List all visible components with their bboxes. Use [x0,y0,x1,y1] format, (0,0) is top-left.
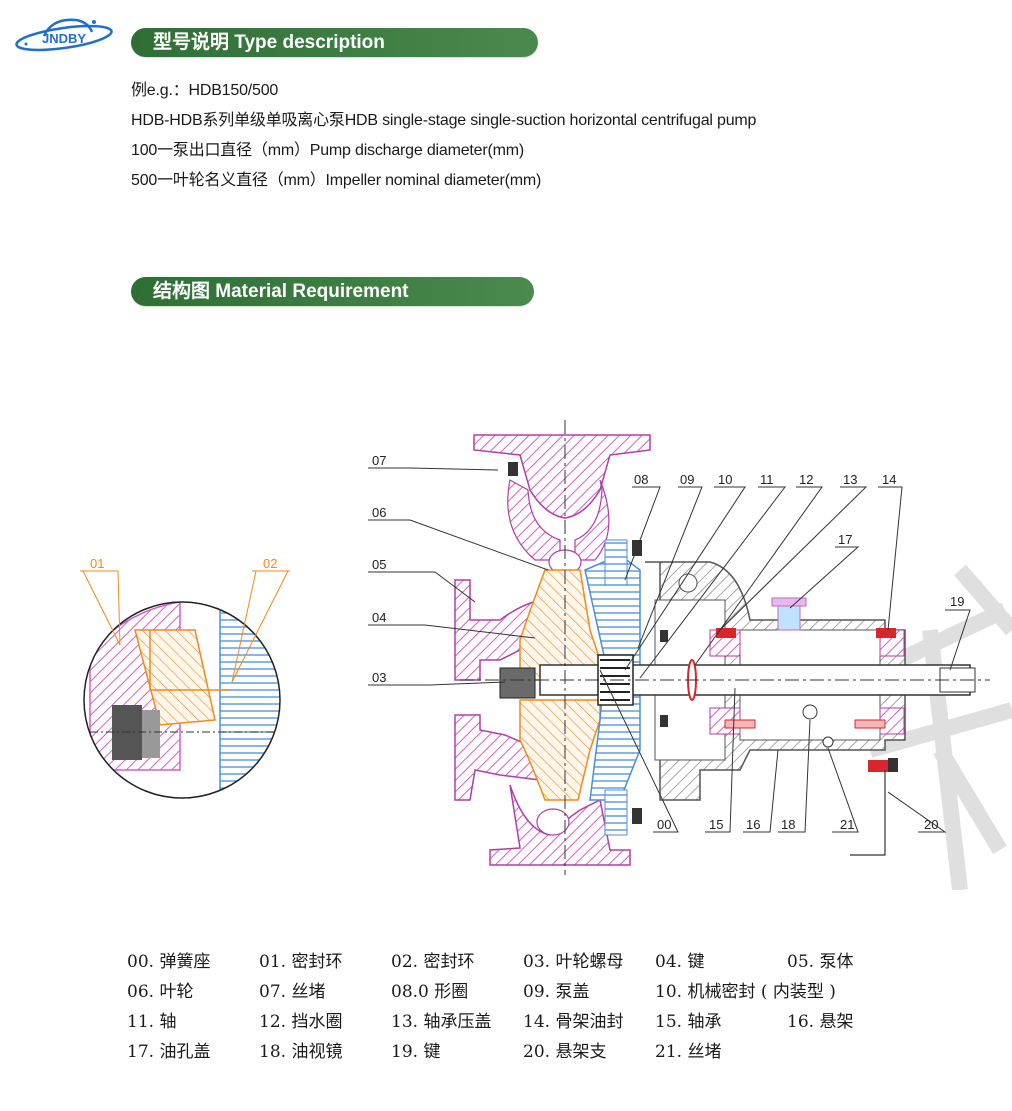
leader-lines [368,467,971,833]
callout-10: 10 [718,472,732,487]
callout-12: 12 [799,472,813,487]
legend-item: 02. 密封环 [391,952,475,972]
callout-06: 06 [372,505,386,520]
legend-item: 12. 挡水圈 [259,1012,343,1032]
callout-labels: 07 06 05 04 03 08 09 10 11 12 13 14 17 1… [372,453,964,832]
pump-body [454,434,651,866]
bearings-and-seals [709,628,905,772]
callout-18: 18 [781,817,795,832]
legend-item: 18. 油视镜 [259,1042,343,1062]
callout-05: 05 [372,557,386,572]
legend-item [787,981,887,1003]
type-example-line: 例e.g.：HDB150/500 [131,82,279,99]
legend-item: 00. 弹簧座 [127,952,211,972]
legend-item [787,1041,887,1063]
legend-item: 09. 泵盖 [523,982,590,1002]
callout-11: 11 [760,472,774,487]
brand-logo: JNDBY [15,18,113,52]
callout-07: 07 [372,453,386,468]
type-description: 例e.g.：HDB150/500 HDB-HDB系列单级单吸离心泵HDB sin… [131,76,756,196]
callout-04: 04 [372,610,386,625]
callout-16: 16 [746,817,760,832]
callout-08: 08 [634,472,648,487]
shaft-assembly [460,420,990,875]
type-series-line: HDB-HDB系列单级单吸离心泵HDB single-stage single-… [131,112,757,129]
legend-item: 07. 丝堵 [259,982,326,1002]
legend-item: 15. 轴承 [655,1012,722,1032]
callout-15: 15 [709,817,723,832]
impeller [519,569,601,801]
legend-item: 05. 泵体 [787,952,854,972]
callout-09: 09 [680,472,694,487]
pump-cross-section-diagram: 01 02 [80,420,1012,890]
callout-19: 19 [950,594,964,609]
type-outlet-line: 100一泵出口直径（mm）Pump discharge diameter(mm) [131,142,524,159]
callout-01: 01 [90,556,104,571]
callout-21: 21 [840,817,854,832]
callout-13: 13 [843,472,857,487]
callout-00: 00 [657,817,671,832]
legend-item: 21. 丝堵 [655,1042,722,1062]
legend-item: 16. 悬架 [787,1012,854,1032]
logo-text: JNDBY [42,31,86,46]
legend-item: 13. 轴承压盖 [391,1012,492,1032]
callout-20: 20 [924,817,938,832]
legend-item: 14. 骨架油封 [523,1012,624,1032]
frame-support [850,770,886,856]
legend-item: 01. 密封环 [259,952,343,972]
legend-item: 10. 机械密封 ( 内装型 ) [655,982,836,1002]
legend-item: 20. 悬架支 [523,1042,607,1062]
parts-legend: 00. 弹簧座 01. 密封环 02. 密封环 03. 叶轮螺母 04. 键 0… [127,951,887,1063]
legend-item: 06. 叶轮 [127,982,194,1002]
legend-item: 19. 键 [391,1042,441,1062]
legend-item: 17. 油孔盖 [127,1042,211,1062]
legend-item: 08.0 形圈 [391,982,469,1002]
legend-item: 03. 叶轮螺母 [523,952,624,972]
callout-03: 03 [372,670,386,685]
structure-header: 结构图 Material Requirement [131,277,534,306]
callout-17: 17 [838,532,852,547]
callout-14: 14 [882,472,896,487]
legend-item: 11. 轴 [127,1012,177,1032]
seal-ring-detail-view: 01 02 [80,556,290,799]
legend-item: 04. 键 [655,952,705,972]
type-description-header: 型号说明 Type description [131,28,538,57]
type-impeller-line: 500一叶轮名义直径（mm）Impeller nominal diameter(… [131,172,542,189]
callout-02: 02 [263,556,277,571]
